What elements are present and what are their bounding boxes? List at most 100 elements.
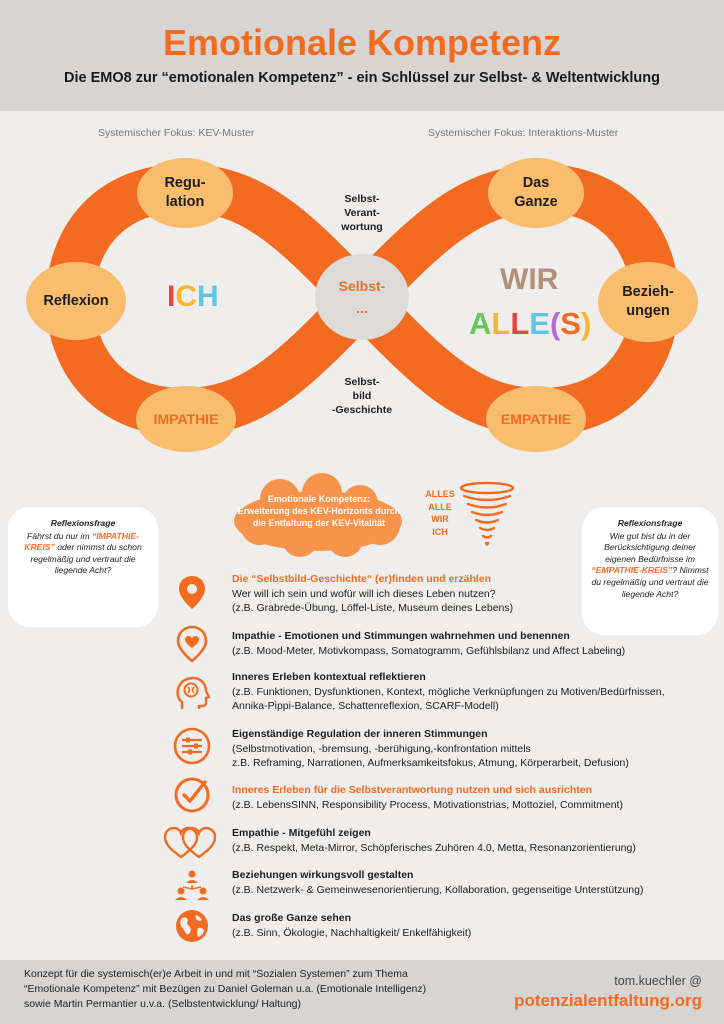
bridge-bottom-line-3: -Geschichte: [331, 404, 393, 417]
reflection-right-text-post: ? Nimmst du regelmäßig und vertraut die …: [591, 565, 709, 599]
heart-pin-icon: [176, 625, 208, 663]
item-desc-line: Wer will ich sein und wofür will ich die…: [232, 587, 496, 600]
network-people-icon: [175, 870, 209, 900]
node-beziehungen: Bezieh-ungen: [598, 262, 698, 342]
brain-head-icon: [176, 676, 211, 709]
list-item: Die “Selbstbild-Geschichte“ (er)finden u…: [232, 572, 702, 616]
reflection-left-text-pre: Fährst du nur im: [27, 530, 92, 541]
ich-letter: H: [197, 280, 219, 313]
big-word-ich: ICH: [167, 280, 219, 314]
footer-banner: [0, 960, 724, 1024]
sliders-icon: [173, 727, 211, 765]
item-desc-line: z.B. Reframing, Narrationen, Aufmerksamk…: [232, 757, 629, 770]
node-regulation-line-1: Regu-: [164, 175, 206, 192]
node-center-selbst: Selbst-...: [315, 254, 409, 340]
node-impathie-label: IMPATHIE: [153, 410, 219, 427]
alles-letter: L: [491, 306, 511, 341]
list-item: Beziehungen wirkungsvoll gestalten (z.B.…: [232, 868, 702, 897]
item-title: Impathie - Emotionen und Stimmungen wahr…: [232, 630, 570, 642]
node-empathie-label: EMPATHIE: [500, 410, 572, 427]
list-item: Das große Ganze sehen (z.B. Sinn, Ökolog…: [232, 911, 702, 940]
bridge-bottom-selbstbild: Selbst- bild -Geschichte: [322, 375, 402, 418]
center-line-1: Selbst-: [338, 277, 386, 294]
cloud-line-2: Erweiterung des KEV-Horizonts durch: [237, 506, 401, 517]
item-desc-line: Annika-Pippi-Balance, Schattenreflexion,…: [232, 700, 499, 713]
list-item: Inneres Erleben kontextual reflektieren …: [232, 670, 702, 714]
item-title: Inneres Erleben für die Selbstverantwort…: [232, 784, 592, 796]
focus-label-left: Systemischer Fokus: KEV-Muster: [98, 127, 255, 139]
big-word-alles: ALLE(S): [469, 306, 591, 342]
alles-stack-line-1: ALLES: [425, 489, 455, 499]
center-line-2: ...: [356, 300, 368, 316]
footer-author: tom.kuechler @: [614, 974, 702, 988]
item-desc-line: (z.B. Sinn, Ökologie, Nachhaltigkeit/ En…: [232, 926, 472, 939]
bridge-top-line-2: Verant-: [344, 207, 380, 220]
node-das-ganze-line-1: Das: [522, 175, 550, 192]
alles-letter: ): [580, 306, 592, 341]
reflection-right-text-pre: Wie gut bist du in der Berücksichtigung …: [604, 530, 696, 564]
alles-letter: E: [529, 306, 550, 341]
node-reflexion-label: Reflexion: [43, 292, 109, 309]
two-hearts-icon: [163, 826, 217, 859]
reflection-left-title: Reflexionsfrage: [50, 518, 116, 528]
item-desc-line: (z.B. LebensSINN, Responsibility Process…: [232, 798, 623, 811]
cloud-text: Emotionale Kompetenz: Erweiterung des KE…: [236, 493, 402, 529]
header-banner: [0, 0, 724, 111]
location-pin-icon: [179, 576, 205, 609]
item-desc-line: (z.B. Netzwerk- & Gemeinwesenorientierun…: [232, 883, 644, 896]
list-item: Empathie - Mitgefühl zeigen (z.B. Respek…: [232, 826, 702, 855]
alles-stack: ALLES ALLE WIR ICH: [420, 488, 460, 538]
reflection-box-right: Reflexionsfrage Wie gut bist du in der B…: [582, 507, 718, 635]
node-impathie: IMPATHIE: [136, 386, 236, 452]
reflection-right-title: Reflexionsfrage: [617, 518, 683, 528]
cloud-line-1: Emotionale Kompetenz:: [267, 494, 371, 504]
item-title: Die “Selbstbild-Geschichte“ (er)finden u…: [232, 573, 492, 585]
alles-letter: A: [469, 306, 492, 341]
item-title: Beziehungen wirkungsvoll gestalten: [232, 869, 414, 881]
focus-label-right: Systemischer Fokus: Interaktions-Muster: [428, 127, 619, 139]
node-empathie: EMPATHIE: [486, 386, 586, 452]
node-das-ganze-line-2: Ganze: [514, 194, 558, 210]
bridge-top-selbstverantwortung: Selbst- Verant- wortung: [322, 192, 402, 235]
node-reflexion: Reflexion: [26, 262, 126, 340]
tornado-icon: [459, 481, 515, 546]
footer-line-1: Konzept für die systemisch(er)e Arbeit i…: [24, 968, 408, 980]
item-desc-line: (z.B. Respekt, Meta-Mirror, Schöpferisch…: [232, 841, 636, 854]
big-word-wir: WIR: [500, 263, 559, 296]
node-regulation-line-2: lation: [165, 194, 205, 210]
alles-stack-line-3: WIR: [431, 514, 449, 525]
alles-letter: S: [560, 306, 581, 341]
page-subtitle: Die EMO8 zur “emotionalen Kompetenz” - e…: [64, 70, 660, 86]
item-title: Inneres Erleben kontextual reflektieren: [232, 671, 426, 683]
node-beziehungen-line-2: ungen: [626, 303, 670, 319]
node-regulation: Regu-lation: [137, 158, 233, 228]
ich-letter: I: [167, 280, 176, 313]
cloud-line-3: die Entfaltung der KEV-Vitalität: [252, 518, 386, 529]
list-item: Impathie - Emotionen und Stimmungen wahr…: [232, 629, 702, 658]
reflection-left-highlight: “IMPATHIE-KREIS”: [24, 530, 139, 553]
reflection-right-highlight: “EMPATHIE-KREIS”: [591, 565, 673, 576]
ich-letter: C: [175, 280, 198, 313]
page-title: Emotionale Kompetenz: [162, 22, 562, 63]
footer-line-2: “Emotionale Kompetenz” mit Bezügen zu Da…: [24, 983, 427, 996]
list-item: Inneres Erleben für die Selbstverantwort…: [232, 783, 702, 812]
globe-icon: [176, 910, 208, 942]
node-beziehungen-line-1: Bezieh-: [622, 284, 674, 301]
item-desc-line: (Selbstmotivation, -bremsung, -berühigun…: [232, 742, 531, 755]
bridge-bottom-line-1: Selbst-: [344, 376, 380, 388]
reflection-left-text-post: oder nimmst du schon regelmäßig und vert…: [30, 542, 142, 576]
item-title: Empathie - Mitgefühl zeigen: [232, 827, 371, 839]
footer-line-3: sowie Martin Permantier u.v.a. (Selbsten…: [24, 998, 302, 1011]
alles-letter: (: [549, 306, 561, 341]
alles-letter: L: [510, 306, 530, 341]
bridge-top-line-3: wortung: [341, 221, 383, 234]
item-desc-line: (z.B. Funktionen, Dysfunktionen, Kontext…: [232, 685, 665, 698]
check-circle-icon: [174, 777, 210, 813]
footer-website-link[interactable]: potenzialentfaltung.org: [514, 991, 702, 1010]
cloud-shape: [234, 473, 402, 557]
alles-stack-line-4: ICH: [432, 526, 448, 537]
alles-stack-line-2: ALLE: [428, 501, 452, 512]
item-desc-line: (z.B. Grabrede-Übung, Löffel-Liste, Muse…: [232, 602, 514, 615]
item-title: Eigenständige Regulation der inneren Sti…: [232, 728, 488, 740]
